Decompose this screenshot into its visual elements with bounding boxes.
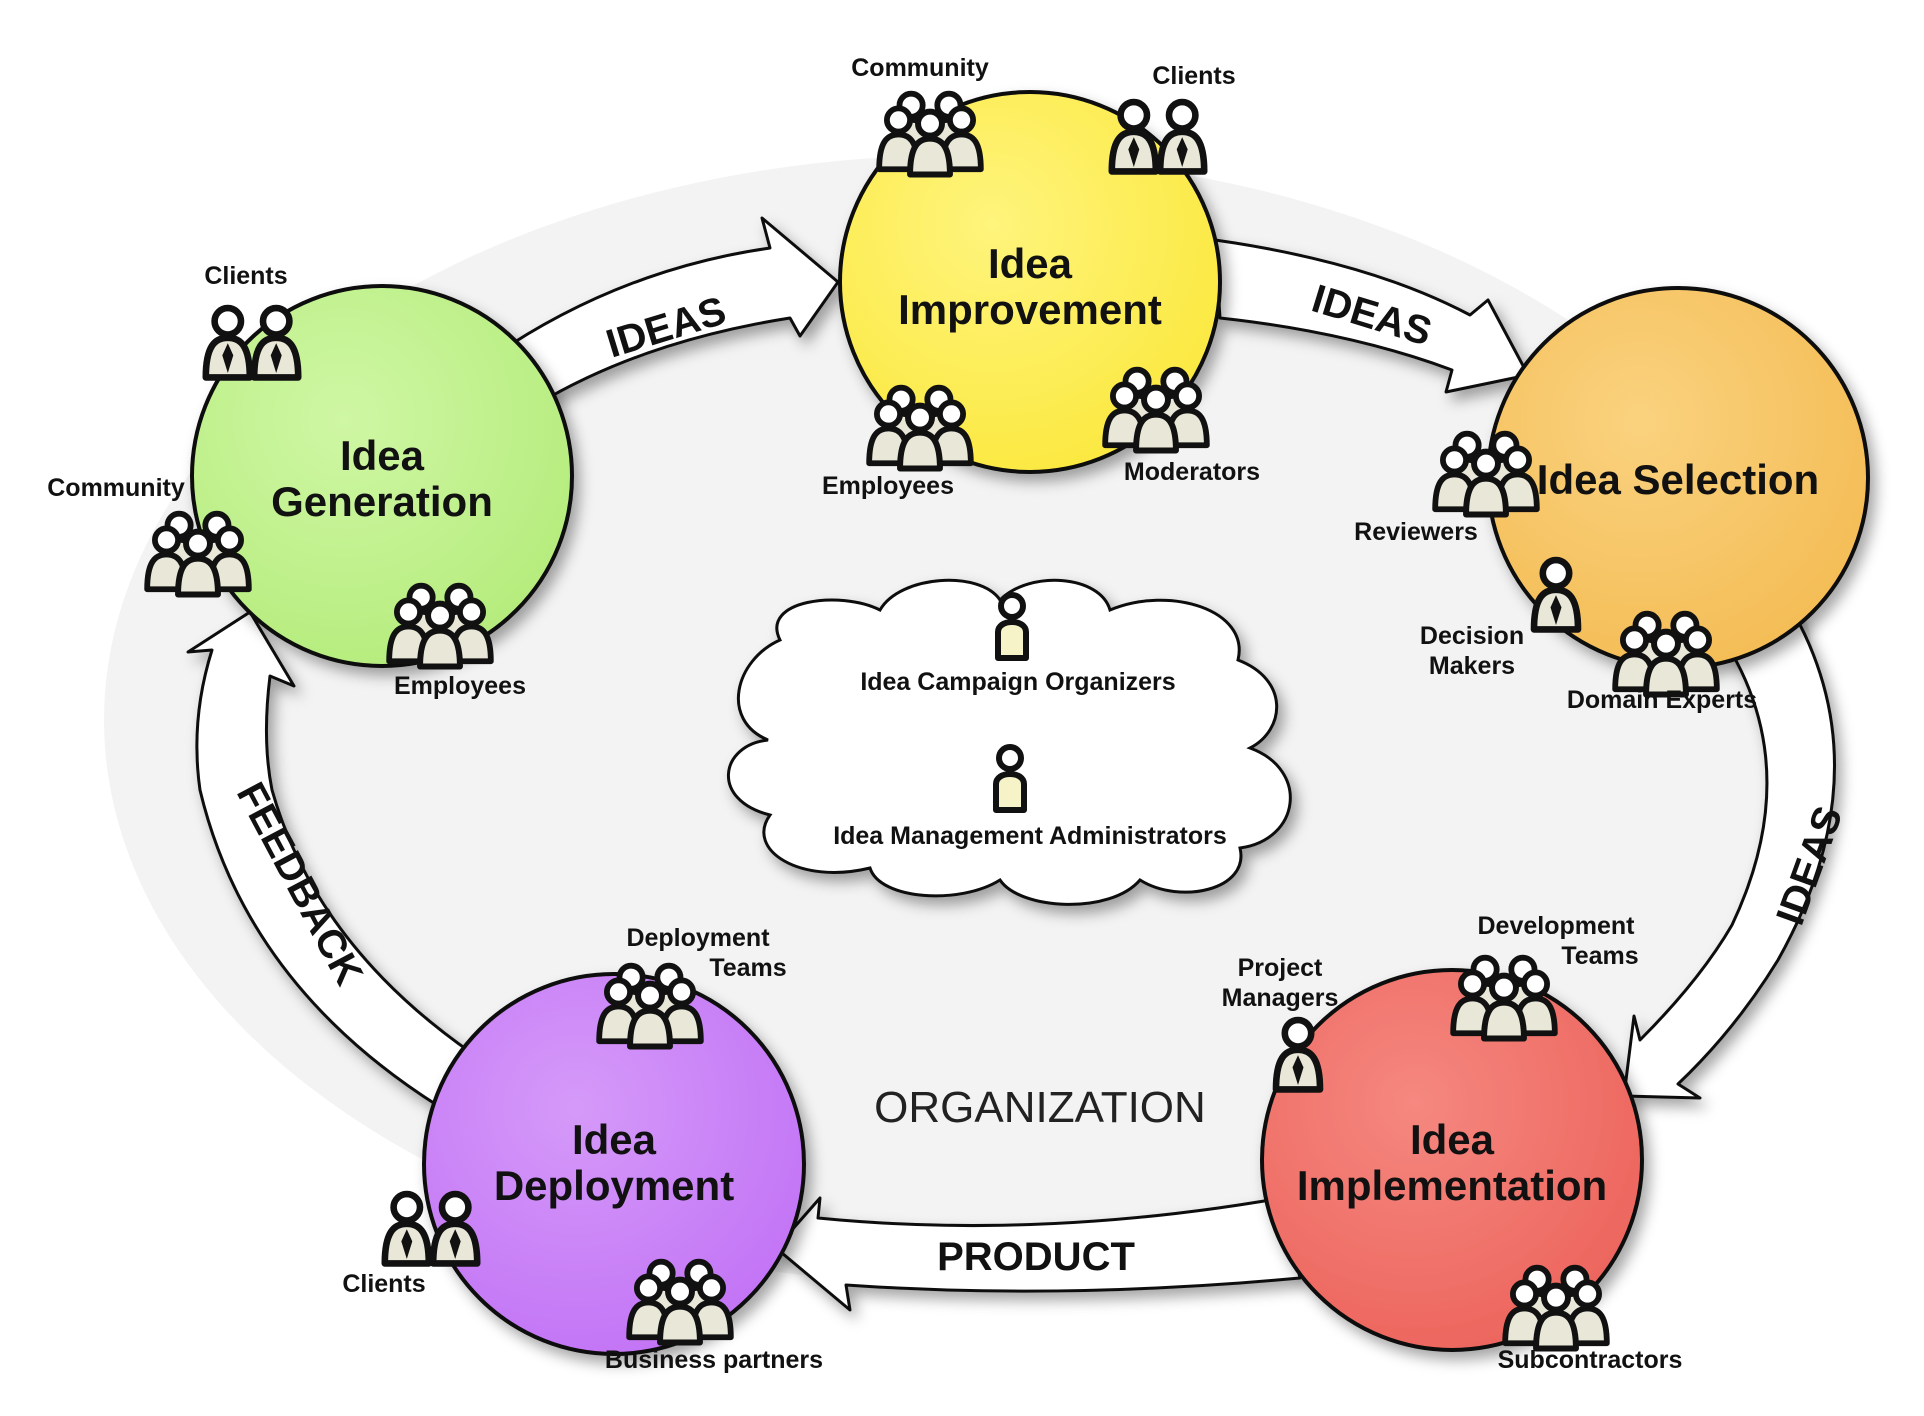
gen-employees-label: Employees [394,672,526,700]
dep-teams-label-line2: Teams [709,954,786,982]
sel-reviewers-label: Reviewers [1354,518,1478,546]
impl-pm-label-line2: Managers [1222,984,1339,1012]
stage-title-deployment-line2: Deployment [494,1162,734,1209]
sel-domain-experts-label: Domain Experts [1567,686,1757,714]
sel-decision-label-line2: Makers [1429,652,1515,680]
impl-dev-label-line2: Teams [1561,942,1638,970]
cloud-organizers-label: Idea Campaign Organizers [860,668,1175,696]
imp-moderators-label: Moderators [1124,458,1260,486]
dep-clients-label: Clients [342,1270,425,1298]
impl-pm-label-line1: Project [1238,954,1323,982]
imp-clients-icon[interactable] [1112,102,1204,171]
flow-arrow-sel-to-impl [1622,588,1836,1100]
imp-employees-label: Employees [822,472,954,500]
stage-title-implementation-line1: Idea [1410,1116,1495,1163]
sel-decision-label-line1: Decision [1420,622,1524,650]
stage-title-selection: Idea Selection [1537,456,1819,503]
impl-subcontractors-label: Subcontractors [1498,1346,1683,1374]
dep-partners-label: Business partners [605,1346,823,1374]
flow-label-impl-to-dep: PRODUCT [937,1235,1135,1279]
cloud-organizers-icon[interactable] [998,595,1026,658]
stage-title-generation-line1: Idea [340,432,425,479]
stage-title-improvement-line2: Improvement [898,286,1162,333]
stage-title-generation-line2: Generation [271,478,493,525]
organization-label: ORGANIZATION [874,1083,1206,1132]
flow-arrow-gen-to-imp [508,216,840,400]
cloud-administrators-label: Idea Management Administrators [833,822,1227,850]
gen-community-label: Community [47,474,185,502]
cloud-administrators-icon[interactable] [996,747,1024,810]
impl-project-managers-icon[interactable] [1276,1020,1320,1089]
stage-generation[interactable]: Idea Generation [190,284,574,668]
sel-decision-makers-icon[interactable] [1534,560,1578,629]
stage-title-deployment-line1: Idea [572,1116,657,1163]
imp-community-label: Community [851,54,989,82]
stage-deployment[interactable]: Idea Deployment [422,972,806,1356]
stage-implementation[interactable]: Idea Implementation [1260,968,1644,1352]
dep-teams-label-line1: Deployment [626,924,770,952]
impl-dev-label-line1: Development [1478,912,1636,940]
flow-arrow-impl-to-dep [774,1196,1302,1312]
imp-clients-label: Clients [1152,62,1235,90]
stage-title-implementation-line2: Implementation [1297,1162,1607,1209]
stage-title-improvement-line1: Idea [988,240,1073,287]
gen-clients-label: Clients [204,262,287,290]
